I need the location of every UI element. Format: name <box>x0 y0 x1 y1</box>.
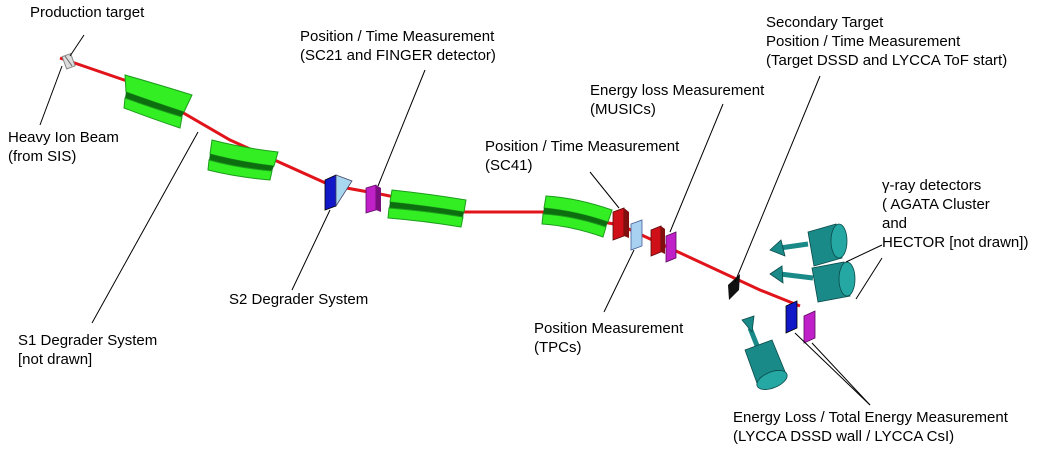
label-gamma-detectors: γ-ray detectors ( AGATA Cluster and HECT… <box>882 177 1029 251</box>
pointer-tpc <box>603 249 635 313</box>
lycca-detector-icon <box>785 300 816 344</box>
pointer-energy-1 <box>794 332 871 406</box>
pointer-energy-2 <box>811 342 871 406</box>
label-s2-degrader: S2 Degrader System <box>229 291 369 308</box>
label-pos-time-sc21: Position / Time Measurement (SC21 and FI… <box>300 28 496 64</box>
pointer-music <box>669 103 724 233</box>
sc21-detector-icon <box>365 184 381 214</box>
pointer-s1-degrader <box>91 131 199 324</box>
pointer-heavy-ion-beam <box>39 65 63 126</box>
pointer-s2-degrader <box>291 209 331 291</box>
label-heavy-ion-beam: Heavy Ion Beam (from SIS) <box>8 129 119 165</box>
label-s1-degrader: S1 Degrader System [not drawn] <box>18 332 158 368</box>
label-secondary-target: Secondary Target Position / Time Measure… <box>766 14 1008 69</box>
label-pos-time-sc41: Position / Time Measurement (SC41) <box>485 138 680 174</box>
magnet-dipole-1 <box>123 74 193 129</box>
gamma-detector-icon <box>741 223 856 390</box>
production-target-icon <box>61 53 76 70</box>
label-position-tpc: Position Measurement (TPCs) <box>534 320 684 356</box>
pointer-sc41 <box>589 171 620 209</box>
magnet-dipole-2 <box>207 139 279 181</box>
pointer-production-target <box>69 34 85 57</box>
pointer-sc21 <box>377 69 426 187</box>
s2-degrader-icon <box>324 174 353 211</box>
tpc-detector-icon <box>630 219 643 251</box>
secondary-target-icon <box>728 274 740 300</box>
label-production-target: Production target <box>30 4 145 21</box>
magnet-dipole-4 <box>541 195 613 238</box>
label-energy-total: Energy Loss / Total Energy Measurement (… <box>733 409 1008 445</box>
pointer-secondary-target <box>734 75 821 283</box>
sc41-detector-icon <box>612 207 629 241</box>
pointer-gamma-1 <box>845 244 883 263</box>
pointer-gamma-2 <box>855 257 883 300</box>
label-energy-loss-music: Energy loss Measurement (MUSICs) <box>590 82 765 118</box>
music-detector-icon <box>650 225 677 263</box>
magnet-dipole-3 <box>387 189 467 228</box>
